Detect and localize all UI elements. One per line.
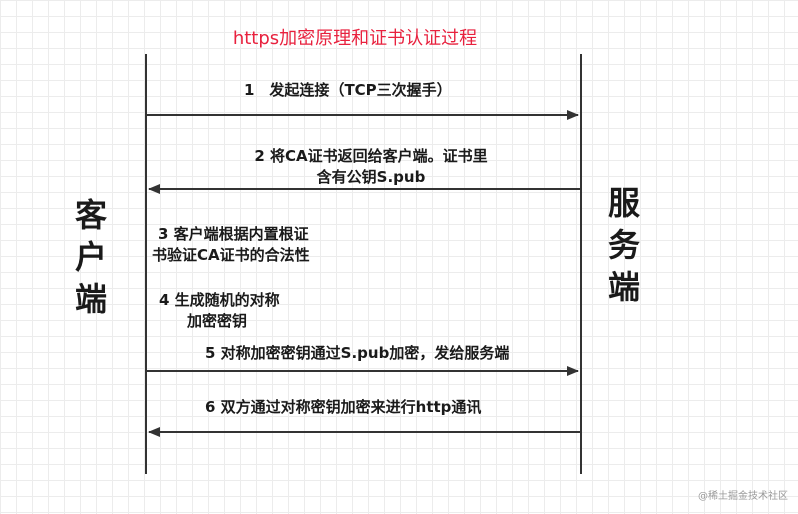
watermark: @稀土掘金技术社区 [698,491,788,502]
step4-line1: 4 生成随机的对称 [159,291,280,309]
step3-label: 3 客户端根据内置根证 书验证CA证书的合法性 [152,224,310,266]
diagram-title: https加密原理和证书认证过程 [232,28,478,49]
step2-line2: 含有公钥S.pub [316,168,426,186]
client-label-char: 客 [74,196,107,234]
step6-label: 6 双方通过对称密钥加密来进行http通讯 [205,398,482,416]
step4-line2: 加密密钥 [187,312,248,330]
server-label-char: 端 [607,268,640,306]
step5-label: 5 对称加密密钥通过S.pub加密，发给服务端 [205,344,510,362]
client-label-char: 户 [74,238,107,276]
step2-line1: 2 将CA证书返回给客户端。证书里 [254,147,488,165]
client-label: 客 户 端 [66,194,116,320]
server-label-char: 服 [607,184,640,222]
client-label-char: 端 [74,280,107,318]
server-label-char: 务 [607,226,640,264]
step3-line2: 书验证CA证书的合法性 [152,246,310,264]
step2-label: 2 将CA证书返回给客户端。证书里 含有公钥S.pub [226,146,516,188]
step1-label: 1 发起连接（TCP三次握手） [244,81,452,99]
step4-label: 4 生成随机的对称 加密密钥 [159,290,280,332]
step3-line1: 3 客户端根据内置根证 [158,225,309,243]
server-label: 服 务 端 [599,182,649,308]
